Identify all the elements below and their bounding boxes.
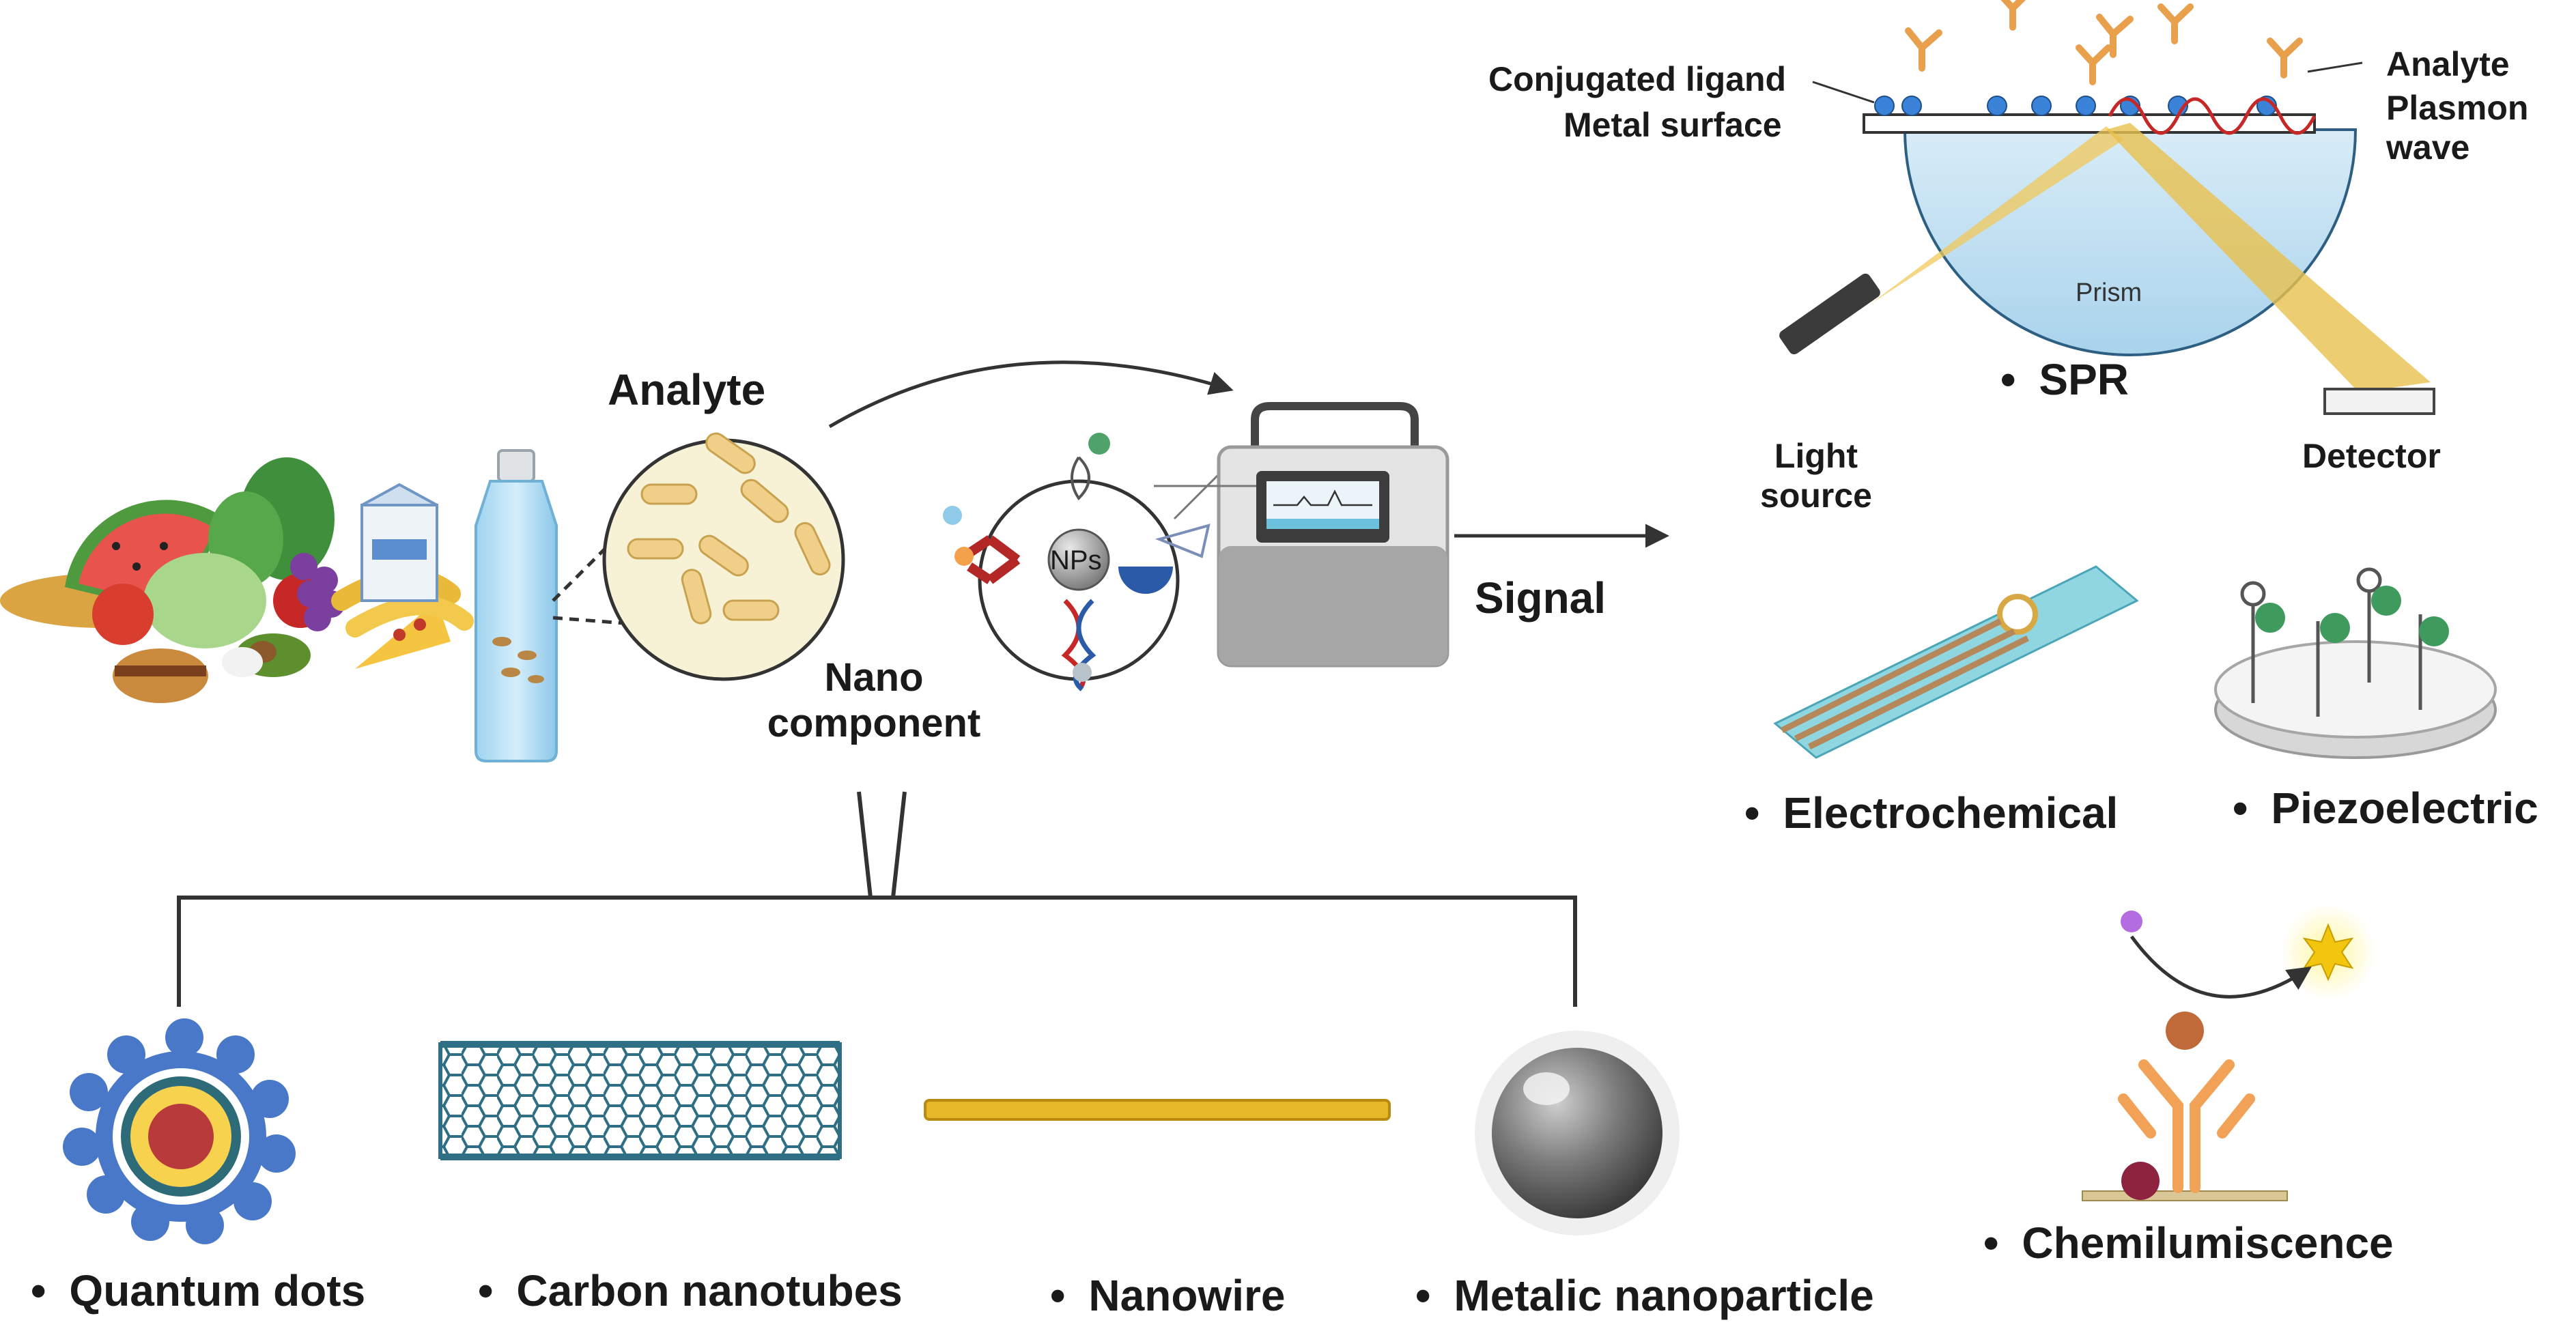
spr-title: SPR <box>2000 355 2129 405</box>
detector-label: Detector <box>2302 437 2441 475</box>
piezoelectric-sensor <box>2214 567 2497 759</box>
electrochemical-sensor <box>1773 565 2139 759</box>
signal-label: Signal <box>1475 573 1607 622</box>
nano-component-label: Nano component <box>767 655 981 745</box>
carbon-nanotubes-label: Carbon nanotubes <box>478 1266 902 1317</box>
nanowire-illustration <box>924 1099 1391 1121</box>
quantum-dot-illustration <box>63 1018 296 1244</box>
analyte-to-device-arrow <box>828 360 1234 429</box>
plasmon-wave-label: Plasmon wave <box>2386 89 2529 167</box>
chemiluminescence-label: Chemilumiscence <box>1983 1218 2393 1269</box>
biosensor-device <box>1154 402 1449 668</box>
metallic-nanoparticle-label: Metalic nanoparticle <box>1415 1271 1873 1321</box>
electrochemical-label: Electrochemical <box>1744 788 2118 839</box>
light-source-label: Light source <box>1760 437 1872 515</box>
prism-label: Prism <box>2076 278 2142 307</box>
carbon-nanotube-illustration <box>438 1041 842 1160</box>
conjugated-ligand-label: Conjugated ligand <box>1488 60 1787 98</box>
chemiluminescence-illustration <box>2082 904 2376 1201</box>
nanowire-label: Nanowire <box>1050 1271 1285 1321</box>
metallic-nanoparticle-illustration <box>1475 1031 1680 1235</box>
water-bottle-illustration <box>475 449 642 762</box>
np-core-label: NPs <box>1050 545 1102 575</box>
component-bracket <box>177 791 1577 1007</box>
metal-surface-label: Metal surface <box>1563 106 1782 144</box>
analyte-magnified-circle <box>602 432 845 681</box>
spr-setup <box>1779 0 2435 415</box>
quantum-dots-label: Quantum dots <box>31 1266 365 1317</box>
analyte-title: Analyte <box>608 365 766 414</box>
piezoelectric-label: Piezoelectric <box>2233 784 2538 834</box>
spr-analyte-label: Analyte <box>2386 45 2510 83</box>
food-illustration <box>0 457 474 703</box>
nano-component-illustration <box>943 433 1223 691</box>
